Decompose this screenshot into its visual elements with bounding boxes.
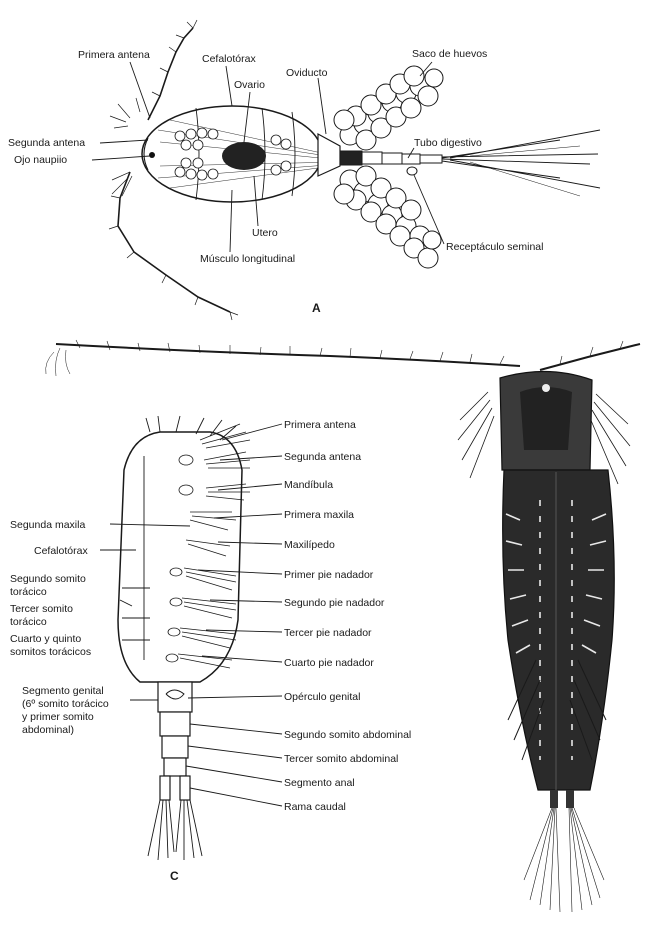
label-c-segundo-pie: Segundo pie nadador — [284, 597, 385, 609]
label-c-segundo-abd: Segundo somito abdominal — [284, 729, 411, 741]
label-a-ojo-nauplio: Ojo naupiio — [14, 154, 67, 166]
label-c-tercer-pie: Tercer pie nadador — [284, 627, 372, 639]
panel-a-egg-sacs — [334, 66, 443, 268]
label-a-oviducto: Oviducto — [286, 67, 328, 79]
panel-c-body — [118, 432, 242, 682]
panel-a-body — [142, 106, 340, 202]
label-c-segunda-maxila: Segunda maxila — [10, 519, 85, 531]
label-a-tubo-digestivo: Tubo digestivo — [414, 137, 482, 149]
label-c-segundo-somito-2: torácico — [10, 586, 47, 598]
label-c-genital-2: (6º somito torácico — [22, 698, 109, 710]
label-c-mandibula: Mandíbula — [284, 479, 333, 491]
panel-c-letter: C — [170, 869, 179, 883]
label-c-genital-3: y primer somito — [22, 711, 94, 723]
label-c-rama-caudal: Rama caudal — [284, 801, 346, 813]
label-c-segunda-antena: Segunda antena — [284, 451, 361, 463]
label-c-tercer-abd: Tercer somito abdominal — [284, 753, 398, 765]
label-a-saco-huevos: Saco de huevos — [412, 48, 487, 60]
label-c-cefalotorax: Cefalotórax — [34, 545, 88, 557]
label-c-cuarto-quinto-1: Cuarto y quinto — [10, 633, 81, 645]
label-a-primera-antena: Primera antena — [78, 49, 150, 61]
label-a-ovario: Ovario — [234, 79, 265, 91]
label-c-segundo-somito-1: Segundo somito — [10, 573, 86, 585]
label-a-musculo: Músculo longitudinal — [200, 253, 295, 265]
panel-a-letter: A — [312, 301, 321, 315]
panel-a-nauplius-eye — [149, 152, 155, 158]
panel-c-abdomen — [158, 682, 192, 800]
label-c-cuarto-quinto-2: somitos torácicos — [10, 646, 91, 658]
label-c-tercer-somito-1: Tercer somito — [10, 603, 73, 615]
panel-a-drawing: Primera antena Cefalotórax Ovario Oviduc… — [8, 20, 600, 320]
label-c-segmento-anal: Segmento anal — [284, 777, 355, 789]
label-c-maxilipedo: Maxilípedo — [284, 539, 335, 551]
label-a-receptaculo: Receptáculo seminal — [446, 241, 543, 253]
label-a-utero: Utero — [252, 227, 278, 239]
label-c-tercer-somito-2: torácico — [10, 616, 47, 628]
label-a-cefalotorax: Cefalotórax — [202, 53, 256, 65]
panel-c-drawing: Primera antena Segunda antena Mandíbula … — [10, 416, 411, 883]
label-c-genital-1: Segmento genital — [22, 685, 104, 697]
label-c-operculo: Opérculo genital — [284, 691, 360, 703]
label-c-primera-maxila: Primera maxila — [284, 509, 354, 521]
label-a-segunda-antena: Segunda antena — [8, 137, 85, 149]
label-c-primer-pie: Primer pie nadador — [284, 569, 374, 581]
label-c-primera-antena: Primera antena — [284, 419, 356, 431]
label-c-genital-4: abdominal) — [22, 724, 74, 736]
panel-a-ovary — [222, 142, 266, 170]
label-c-cuarto-pie: Cuarto pie nadador — [284, 657, 374, 669]
